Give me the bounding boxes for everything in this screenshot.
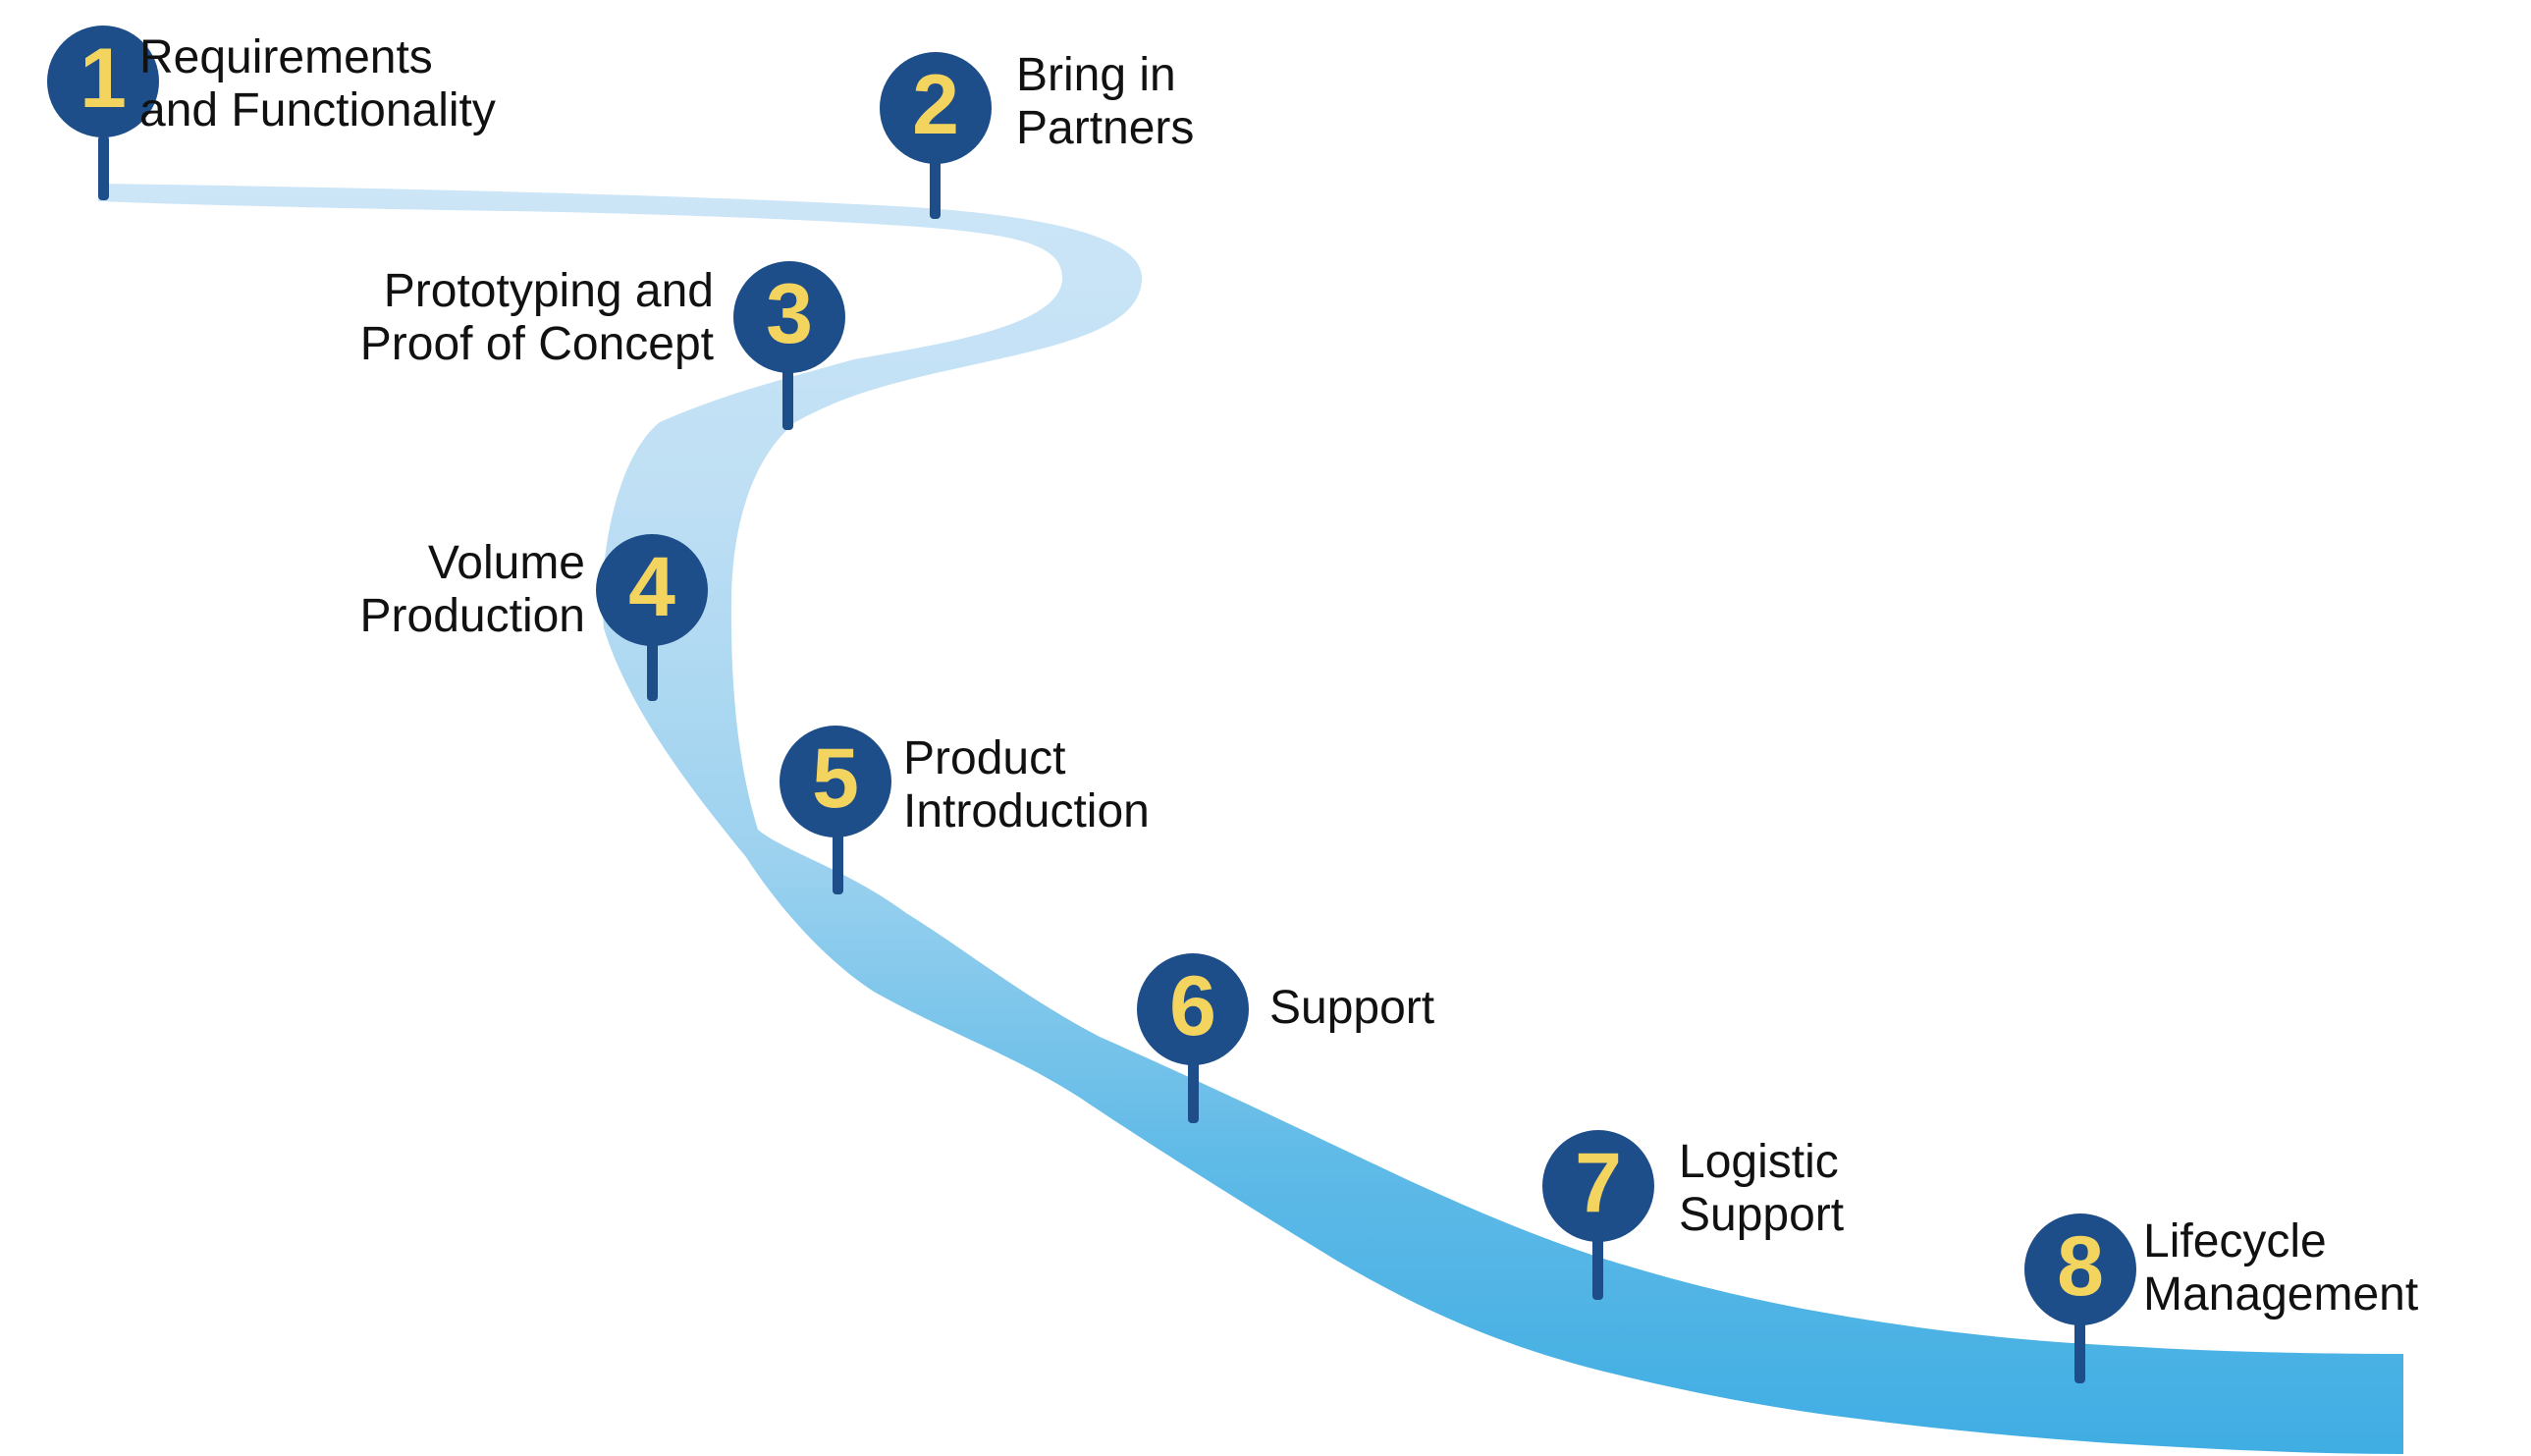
milestone-5-number: 5 (812, 730, 859, 826)
milestone-2-node: 2 (880, 52, 992, 164)
milestone-6-label: Support (1269, 982, 1435, 1034)
milestone-4-number: 4 (628, 539, 675, 634)
milestone-3-number: 3 (766, 266, 813, 361)
milestone-7-node: 7 (1542, 1130, 1654, 1242)
milestone-1-stem (98, 135, 109, 200)
milestone-1-node: 1 (47, 26, 159, 137)
milestone-5-node: 5 (780, 726, 891, 837)
milestone-1-label: Requirements and Functionality (139, 31, 496, 136)
milestone-8-node: 8 (2024, 1213, 2136, 1325)
journey-ribbon (98, 184, 2403, 1454)
milestone-8-stem (2074, 1321, 2085, 1383)
milestone-1-number: 1 (80, 30, 127, 126)
milestone-8-label: Lifecycle Management (2143, 1215, 2419, 1321)
milestone-3-stem (782, 369, 793, 430)
milestone-6-number: 6 (1169, 958, 1216, 1053)
milestone-2-number: 2 (912, 57, 959, 152)
milestone-3-label: Prototyping and Proof of Concept (359, 265, 714, 370)
milestone-6-node: 6 (1137, 953, 1249, 1065)
milestone-7-label: Logistic Support (1679, 1136, 1845, 1241)
milestone-5-stem (833, 834, 843, 894)
milestone-7-stem (1592, 1238, 1603, 1300)
milestone-4-label: Volume Production (359, 537, 585, 642)
milestone-2-stem (930, 160, 941, 219)
milestone-4-node: 4 (596, 534, 708, 646)
milestone-8-number: 8 (2057, 1218, 2104, 1314)
milestone-2-label: Bring in Partners (1016, 49, 1195, 154)
milestone-6-stem (1188, 1061, 1199, 1123)
milestone-3-node: 3 (733, 261, 845, 373)
milestone-4-stem (647, 642, 658, 701)
milestone-7-number: 7 (1575, 1135, 1622, 1230)
milestone-5-label: Product Introduction (903, 732, 1150, 837)
